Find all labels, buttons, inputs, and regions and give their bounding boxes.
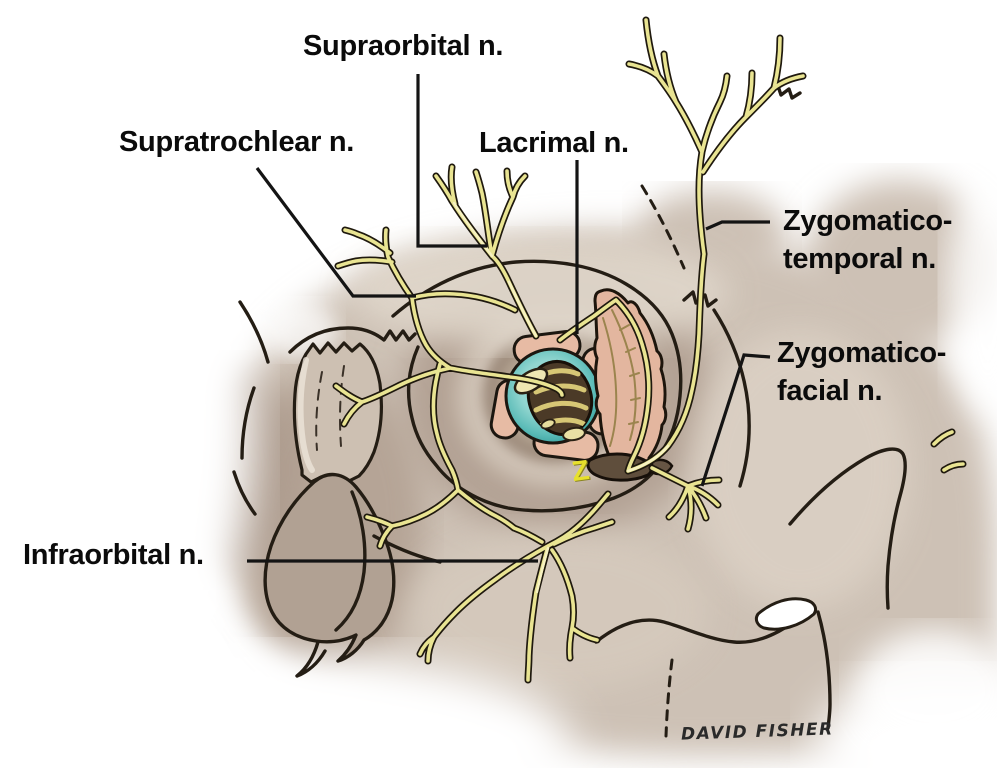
- label-zygomaticofacial-nerve: Zygomatico- facial n.: [777, 334, 946, 410]
- nasal-bone-fragment: [292, 341, 383, 484]
- label-infraorbital-nerve: Infraorbital n.: [23, 539, 204, 571]
- label-line: temporal n.: [783, 243, 936, 275]
- label-lacrimal-nerve: Lacrimal n.: [479, 127, 629, 159]
- label-line: Zygomatico-: [783, 205, 953, 237]
- orbital-annulus: [504, 347, 602, 445]
- label-zygomaticotemporal-nerve: Zygomatico- temporal n.: [783, 202, 952, 278]
- zygomatic-arch-gap: [754, 597, 818, 631]
- face-outlines: [232, 84, 907, 738]
- label-supraorbital-nerve: Supraorbital n.: [303, 30, 504, 62]
- label-line: Zygomatico-: [777, 337, 947, 369]
- label-line: facial n.: [777, 375, 883, 407]
- label-supratrochlear-nerve: Supratrochlear n.: [119, 126, 355, 158]
